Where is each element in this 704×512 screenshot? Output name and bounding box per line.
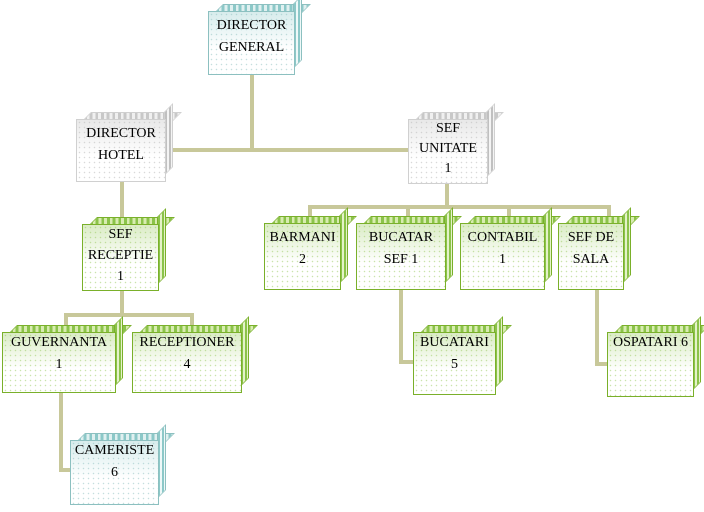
node-label-line: 4	[183, 357, 191, 372]
node-bucatari[interactable]: BUCATARI 5	[413, 316, 512, 395]
node-label-line: SEF DE	[567, 230, 615, 245]
node-label-line: 1	[55, 357, 63, 372]
node-label-line: OSPATARI 6	[613, 335, 688, 350]
node-receptioner[interactable]: RECEPTIONER 4	[132, 316, 258, 393]
node-label-line: RECEPTIE	[87, 248, 154, 263]
node-label-line: SEF	[435, 121, 461, 136]
node-bucatar-sef[interactable]: BUCATAR SEF 1	[356, 207, 462, 290]
node-guvernanta[interactable]: GUVERNANTA 1	[2, 316, 132, 393]
node-label-line: SEF	[108, 227, 133, 242]
node-label-line: SALA	[572, 252, 610, 267]
node-ospatari[interactable]: OSPATARI 6	[607, 316, 704, 397]
node-label-line: GENERAL	[218, 40, 285, 55]
node-label-line: GUVERNANTA	[10, 335, 108, 350]
node-director-hotel[interactable]: DIRECTOR HOTEL	[76, 103, 182, 182]
node-contabil[interactable]: CONTABIL 1	[460, 207, 561, 290]
node-label-line: RECEPTIONER	[139, 335, 235, 350]
node-barmani[interactable]: BARMANI 2	[264, 207, 357, 290]
node-label-line: 5	[451, 357, 458, 372]
node-label-line: CAMERISTE	[74, 443, 155, 458]
node-label-line: 6	[111, 465, 118, 480]
node-director-general[interactable]: DIRECTOR GENERAL	[208, 0, 311, 75]
node-label-line: BUCATARI	[420, 335, 489, 350]
node-label-line: SEF 1	[383, 252, 419, 267]
node-label-line: 1	[117, 269, 124, 284]
node-label-line: BARMANI	[269, 230, 336, 245]
node-label-line: BUCATAR	[368, 230, 434, 245]
node-label-line: HOTEL	[98, 148, 144, 163]
node-label-line: 1	[499, 252, 506, 267]
node-sef-receptie[interactable]: SEF RECEPTIE 1	[82, 208, 175, 291]
node-label-line: DIRECTOR	[216, 18, 287, 33]
node-label-line: CONTABIL	[467, 230, 538, 245]
node-cameriste[interactable]: CAMERISTE 6	[70, 424, 175, 505]
node-sef-de-sala[interactable]: SEF DE SALA	[558, 207, 640, 290]
node-label-line: 2	[299, 252, 306, 267]
node-sef-unitate[interactable]: SEF UNITATE 1	[408, 103, 504, 184]
node-label-line: DIRECTOR	[86, 126, 156, 141]
node-label-line: 1	[444, 161, 452, 176]
node-label-line: UNITATE	[419, 141, 477, 156]
